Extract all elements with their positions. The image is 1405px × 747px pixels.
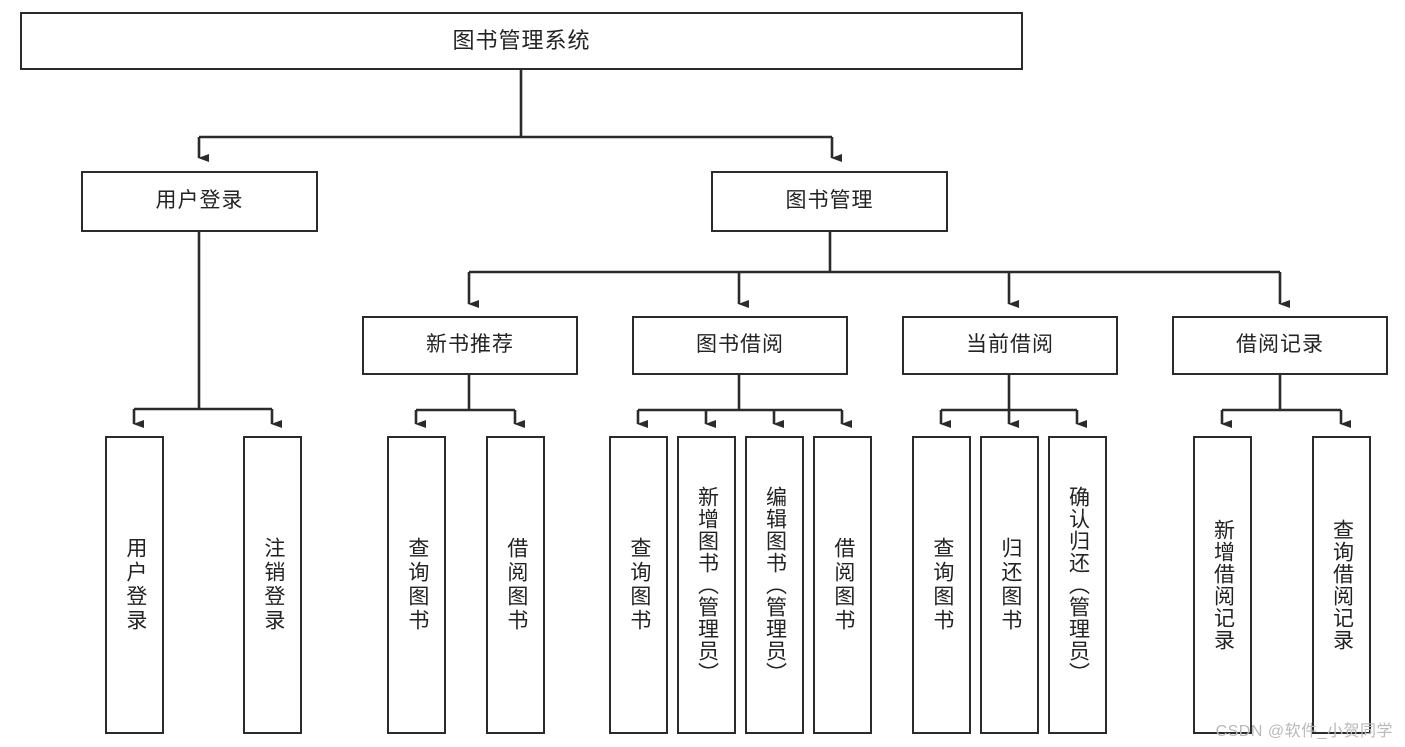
- node-root-book-management-system[interactable]: 图书管理系统: [20, 12, 1023, 70]
- node-label: 新增借阅记录: [1211, 519, 1235, 651]
- node-label: 用户登录: [123, 537, 147, 633]
- node-book-borrow[interactable]: 图书借阅: [632, 316, 848, 375]
- node-label: 查询图书: [405, 537, 429, 633]
- node-label: 注销登录: [261, 537, 285, 633]
- node-label: 新书推荐: [426, 333, 514, 357]
- node-leaf-add-book-admin[interactable]: 新增图书（管理员）: [677, 436, 736, 734]
- node-label: 查询借阅记录: [1330, 519, 1354, 651]
- node-book-management[interactable]: 图书管理: [711, 171, 948, 232]
- node-label: 图书管理系统: [452, 28, 591, 54]
- node-leaf-logout[interactable]: 注销登录: [243, 436, 302, 734]
- node-label: 新增图书（管理员）: [695, 486, 719, 684]
- watermark-text: CSDN @软件_小贺同学: [1215, 723, 1393, 740]
- node-label: 确认归还（管理员）: [1066, 486, 1090, 684]
- node-label: 图书借阅: [696, 333, 784, 357]
- node-leaf-borrow-book[interactable]: 借阅图书: [813, 436, 872, 734]
- node-leaf-borrow-book-recommend[interactable]: 借阅图书: [486, 436, 545, 734]
- node-leaf-query-book-borrow[interactable]: 查询图书: [609, 436, 668, 734]
- node-current-borrow[interactable]: 当前借阅: [902, 316, 1118, 375]
- node-borrow-record[interactable]: 借阅记录: [1172, 316, 1388, 375]
- node-label: 编辑图书（管理员）: [763, 486, 787, 684]
- node-leaf-query-borrow-record[interactable]: 查询借阅记录: [1312, 436, 1371, 734]
- node-leaf-add-borrow-record[interactable]: 新增借阅记录: [1193, 436, 1252, 734]
- node-label: 借阅图书: [504, 537, 528, 633]
- node-leaf-query-book-recommend[interactable]: 查询图书: [387, 436, 446, 734]
- node-label: 归还图书: [998, 537, 1022, 633]
- node-label: 当前借阅: [966, 333, 1054, 357]
- node-leaf-edit-book-admin[interactable]: 编辑图书（管理员）: [745, 436, 804, 734]
- node-label: 借阅记录: [1236, 333, 1324, 357]
- node-label: 图书管理: [785, 189, 874, 213]
- node-leaf-confirm-return-admin[interactable]: 确认归还（管理员）: [1048, 436, 1107, 734]
- node-label: 借阅图书: [831, 537, 855, 633]
- node-new-book-recommend[interactable]: 新书推荐: [362, 316, 578, 375]
- node-leaf-return-book[interactable]: 归还图书: [980, 436, 1039, 734]
- node-label: 用户登录: [155, 189, 244, 213]
- node-label: 查询图书: [930, 537, 954, 633]
- node-user-login[interactable]: 用户登录: [81, 171, 318, 232]
- node-leaf-user-login[interactable]: 用户登录: [105, 436, 164, 734]
- node-label: 查询图书: [627, 537, 651, 633]
- node-leaf-query-book-current[interactable]: 查询图书: [912, 436, 971, 734]
